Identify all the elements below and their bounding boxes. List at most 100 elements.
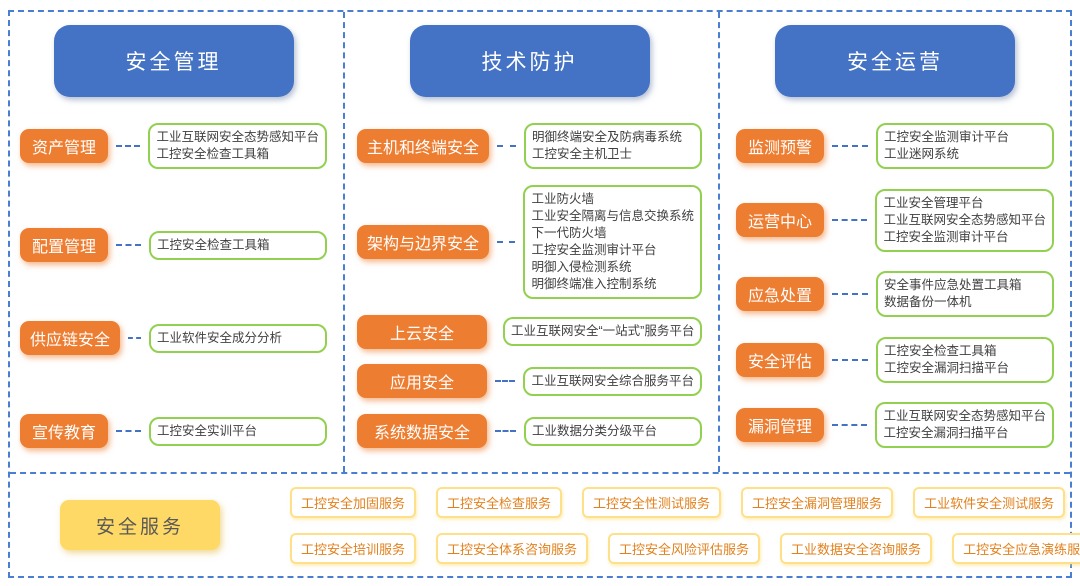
dashed-connector-line [495,430,516,432]
dashed-connector-line [832,424,867,426]
service-chip: 工控安全检查服务 [436,487,562,518]
product-box: 工控安全检查工具箱工控安全漏洞扫描平台 [876,337,1054,383]
product-item: 下一代防火墙 [531,225,694,242]
product-item: 工控安全漏洞扫描平台 [884,360,1046,377]
category-label: 主机和终端安全 [357,129,489,163]
category-row: 安全评估 工控安全检查工具箱工控安全漏洞扫描平台 [736,337,1054,383]
category-row: 应急处置 安全事件应急处置工具箱数据备份一体机 [736,271,1054,317]
product-box: 安全事件应急处置工具箱数据备份一体机 [876,271,1054,317]
service-chip-row: 工控安全培训服务工控安全体系咨询服务工控安全风险评估服务工业数据安全咨询服务工控… [290,533,1080,564]
dashed-connector-line [832,359,868,361]
dashed-connector-line [497,241,515,243]
diagram-outer-border: 安全管理资产管理工业互联网安全态势感知平台工控安全检查工具箱配置管理工控安全检查… [8,10,1072,578]
category-label: 监测预警 [736,129,824,163]
category-label: 系统数据安全 [357,414,487,448]
category-label: 漏洞管理 [736,408,824,442]
dashed-connector-line [832,219,867,221]
service-chip: 工控安全应急演练服务 [952,533,1080,564]
category-label: 配置管理 [20,228,108,262]
category-row: 配置管理 工控安全检查工具箱 [20,228,327,262]
dashed-connector-line [832,145,868,147]
product-item: 工控安全漏洞扫描平台 [883,425,1046,442]
product-item: 工业软件安全成分分析 [157,330,319,347]
service-chip: 工控安全体系咨询服务 [436,533,588,564]
dashed-connector-line [128,337,141,339]
category-label: 应用安全 [357,364,487,398]
column-header: 安全管理 [54,25,294,97]
columns-row: 安全管理资产管理工业互联网安全态势感知平台工控安全检查工具箱配置管理工控安全检查… [10,12,1070,474]
product-box: 工控安全实训平台 [149,417,327,446]
product-box: 工控安全检查工具箱 [149,231,327,260]
services-chip-grid: 工控安全加固服务工控安全检查服务工控安全性测试服务工控安全漏洞管理服务工业软件安… [290,487,1080,564]
product-item: 数据备份一体机 [884,294,1046,311]
category-label: 上云安全 [357,315,487,349]
dashed-connector-line [832,293,868,295]
category-row: 应用安全 工业互联网安全综合服务平台 [357,364,702,398]
category-row: 监测预警 工控安全监测审计平台工业迷网系统 [736,123,1054,169]
column-1: 安全管理资产管理工业互联网安全态势感知平台工控安全检查工具箱配置管理 工控安全检查… [10,12,345,472]
product-item: 工业防火墙 [531,191,694,208]
category-row: 资产管理工业互联网安全态势感知平台工控安全检查工具箱 [20,123,327,169]
product-item: 工业互联网安全“一站式”服务平台 [511,323,694,340]
product-item: 工控安全检查工具箱 [884,343,1046,360]
product-box: 工业软件安全成分分析 [149,324,327,353]
product-item: 工业互联网安全态势感知平台 [883,212,1046,229]
column-header: 技术防护 [410,25,650,97]
product-item: 工控安全主机卫士 [532,146,694,163]
product-box: 工业防火墙工业安全隔离与信息交换系统下一代防火墙工控安全监测审计平台明御入侵检测… [523,185,702,299]
product-item: 工业安全隔离与信息交换系统 [531,208,694,225]
product-item: 工业互联网安全综合服务平台 [531,373,694,390]
service-chip: 工控安全风险评估服务 [608,533,760,564]
product-item: 工业迷网系统 [884,146,1046,163]
product-item: 工控安全检查工具箱 [157,237,319,254]
dashed-connector-line [116,244,141,246]
category-row: 主机和终端安全 明御终端安全及防病毒系统工控安全主机卫士 [357,123,702,169]
service-chip: 工控安全培训服务 [290,533,416,564]
category-row: 供应链安全 工业软件安全成分分析 [20,321,327,355]
column-rows: 监测预警工控安全监测审计平台工业迷网系统运营中心工业安全管理平台工业互联网安全态… [734,97,1056,460]
category-label: 应急处置 [736,277,824,311]
product-item: 工控安全监测审计平台 [884,129,1046,146]
services-title: 安全服务 [60,500,220,550]
product-item: 工业数据分类分级平台 [532,423,694,440]
dashed-connector-line [116,145,140,147]
product-box: 工业安全管理平台工业互联网安全态势感知平台工控安全监测审计平台 [875,189,1054,252]
column-header: 安全运营 [775,25,1015,97]
category-label: 资产管理 [20,129,108,163]
category-label: 安全评估 [736,343,824,377]
product-item: 工控安全监测审计平台 [883,229,1046,246]
category-row: 系统数据安全 工业数据分类分级平台 [357,414,702,448]
service-chip: 工业数据安全咨询服务 [780,533,932,564]
product-box: 工业互联网安全态势感知平台工控安全漏洞扫描平台 [875,402,1054,448]
product-item: 工控安全实训平台 [157,423,319,440]
service-chip: 工控安全漏洞管理服务 [741,487,893,518]
service-chip: 工控安全性测试服务 [582,487,721,518]
dashed-connector-line [497,145,516,147]
column-3: 安全运营监测预警工控安全监测审计平台工业迷网系统运营中心工业安全管理平台工业互联… [720,12,1070,472]
category-row: 架构与边界安全工业防火墙工业安全隔离与信息交换系统下一代防火墙工控安全监测审计平… [357,185,702,299]
product-item: 安全事件应急处置工具箱 [884,277,1046,294]
category-label: 架构与边界安全 [357,225,489,259]
column-2: 技术防护主机和终端安全明御终端安全及防病毒系统工控安全主机卫士架构与边界安全工业… [345,12,720,472]
product-item: 工业互联网安全态势感知平台 [883,408,1046,425]
services-section: 安全服务 工控安全加固服务工控安全检查服务工控安全性测试服务工控安全漏洞管理服务… [10,474,1070,576]
service-chip: 工控安全加固服务 [290,487,416,518]
service-chip: 工业软件安全测试服务 [913,487,1065,518]
dashed-connector-line [495,380,515,382]
product-box: 明御终端安全及防病毒系统工控安全主机卫士 [524,123,702,169]
product-box: 工业数据分类分级平台 [524,417,702,446]
category-row: 上云安全 工业互联网安全“一站式”服务平台 [357,315,702,349]
product-item: 工控安全监测审计平台 [531,242,694,259]
product-item: 工业安全管理平台 [883,195,1046,212]
product-item: 工控安全检查工具箱 [156,146,319,163]
product-box: 工业互联网安全“一站式”服务平台 [503,317,702,346]
dashed-connector-line [116,430,141,432]
category-label: 运营中心 [736,203,824,237]
category-row: 运营中心 工业安全管理平台工业互联网安全态势感知平台工控安全监测审计平台 [736,189,1054,252]
category-label: 供应链安全 [20,321,120,355]
category-row: 宣传教育工控安全实训平台 [20,414,327,448]
product-box: 工控安全监测审计平台工业迷网系统 [876,123,1054,169]
service-chip-row: 工控安全加固服务工控安全检查服务工控安全性测试服务工控安全漏洞管理服务工业软件安… [290,487,1080,518]
column-rows: 主机和终端安全明御终端安全及防病毒系统工控安全主机卫士架构与边界安全工业防火墙工… [355,97,704,460]
